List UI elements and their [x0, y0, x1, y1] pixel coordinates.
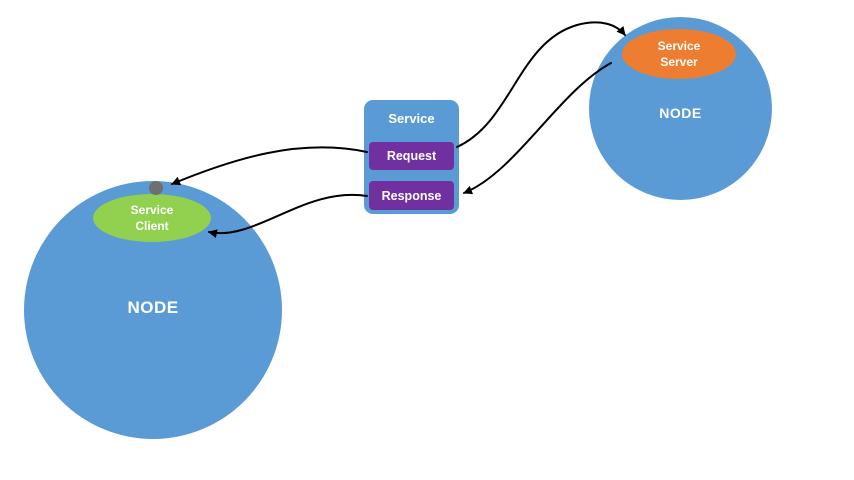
service-server-label-line1: Service — [657, 38, 701, 53]
right-node-label: NODE — [659, 105, 702, 121]
connection-point-dot — [149, 181, 163, 195]
service-box-title: Service — [388, 111, 435, 126]
request-box: Request — [369, 142, 454, 170]
service-client-label-line2: Client — [135, 219, 169, 233]
left-node-label: NODE — [127, 298, 179, 317]
response-label: Response — [381, 188, 442, 203]
request-label: Request — [386, 149, 437, 163]
service-client-badge: Service Client — [93, 194, 211, 242]
service-server-label-line2: Server — [660, 55, 698, 69]
service-server-badge: Service Server — [622, 29, 736, 79]
service-client-label-line1: Service — [130, 202, 174, 217]
response-box: Response — [369, 181, 454, 210]
arrow-request-to-client-node — [171, 146, 368, 186]
arrow-service-server-to-response — [463, 62, 612, 195]
